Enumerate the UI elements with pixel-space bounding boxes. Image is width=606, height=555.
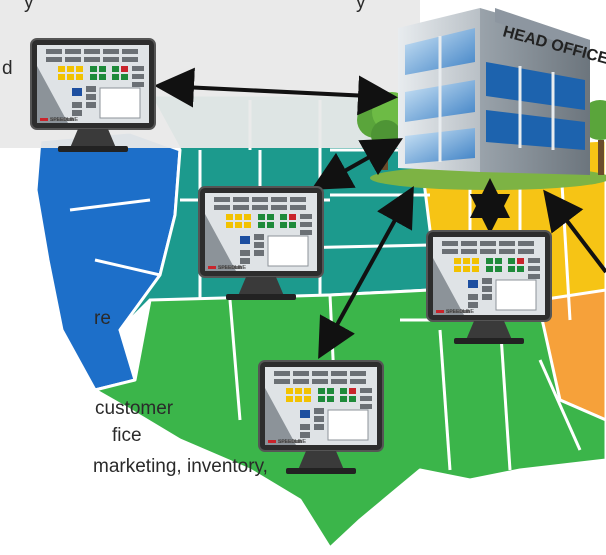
pos-terminal-2: SPEEDLINE — [198, 186, 324, 301]
connection-arrows — [154, 67, 606, 359]
overlay-text-top-right: y — [356, 0, 366, 13]
overlay-text-re: re — [94, 308, 111, 329]
pos-terminal-3: SPEEDLINE — [426, 230, 552, 345]
overlay-text-d: d — [2, 58, 13, 79]
pos-terminal-4: SPEEDLINE — [258, 360, 384, 475]
terminal-brand-label: SPEEDLINE — [218, 265, 247, 271]
terminal-brand-label: SPEEDLINE — [446, 309, 475, 315]
pos-terminal-1: SPEEDLINE — [30, 38, 156, 153]
overlay-text-fice: fice — [112, 425, 142, 446]
arrow-t4-head — [318, 186, 414, 359]
arrow-t2-head — [311, 138, 403, 190]
arrow-right-head — [543, 189, 606, 274]
terminal-brand-label: SPEEDLINE — [50, 117, 79, 123]
overlay-text-customer: customer — [95, 398, 174, 419]
terminal-brand-label: SPEEDLINE — [278, 439, 307, 445]
overlay-text-top-left: y — [24, 0, 34, 13]
arrow-t1-head — [154, 67, 398, 116]
overlay-text-marketing: marketing, inventory, — [93, 456, 268, 477]
